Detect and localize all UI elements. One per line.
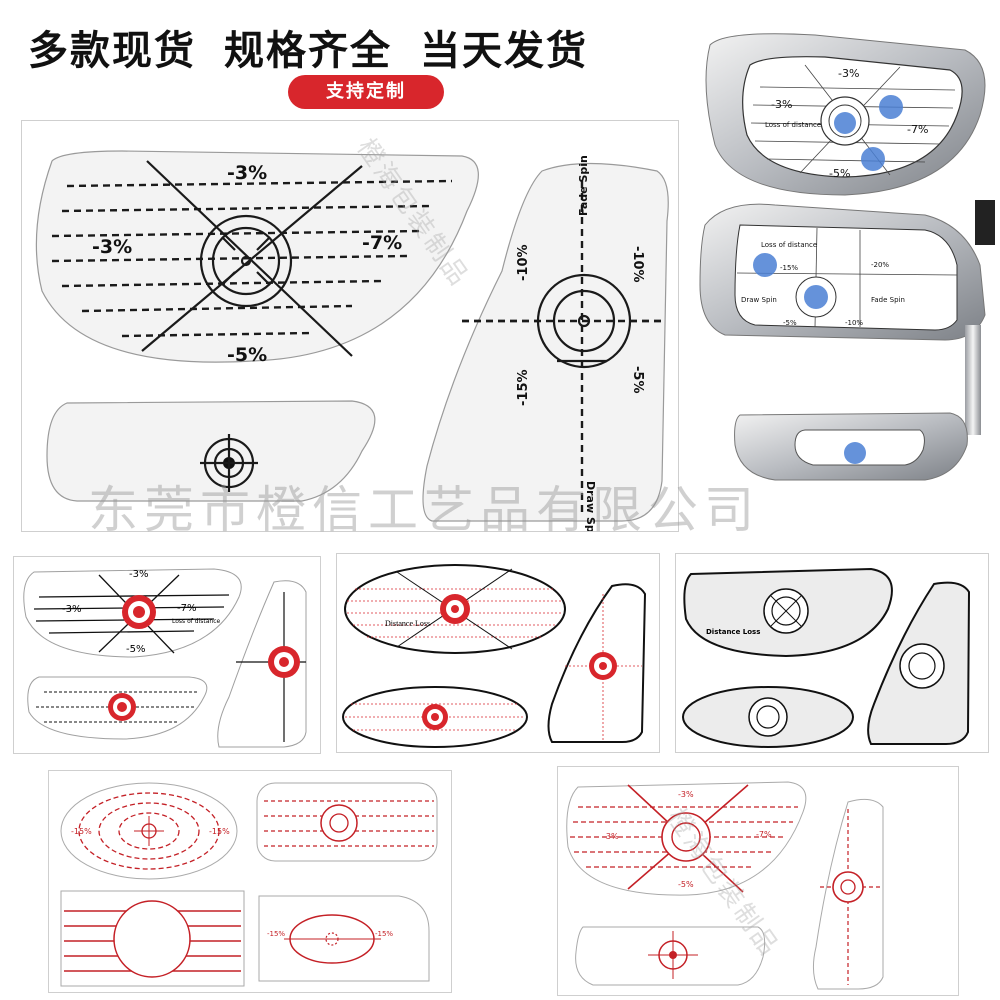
- s5-label-bottom: -5%: [678, 880, 694, 889]
- iron-loss-of-distance: Loss of distance: [761, 241, 817, 249]
- s3-distance-loss: Distance Loss: [706, 628, 760, 636]
- iron-label-ten: -10%: [845, 319, 863, 327]
- iron-label-fifteen: -15%: [780, 264, 798, 272]
- s1-label-top: -3%: [129, 569, 148, 580]
- sample-sheet-4-art: -15% -15% -15% -15%: [60, 782, 438, 987]
- label-top: -3%: [227, 162, 267, 184]
- sample-sheet-5: -3% -3% -7% -5%: [557, 766, 959, 996]
- s4-label-right: -15%: [209, 827, 230, 836]
- slogan-same-day: 当天发货: [420, 28, 588, 74]
- main-sticker-art: -3% -3% -7% -5% Fade Spin Draw Spin -10%…: [35, 150, 669, 544]
- sample-sheet-3: Distance Loss: [675, 553, 989, 753]
- s1-label-left: -3%: [62, 604, 81, 615]
- label-right: -7%: [362, 232, 402, 254]
- slogan-full-specs: 规格齐全: [224, 28, 392, 74]
- s4-label-fifteen-b: -15%: [267, 930, 285, 938]
- sample-sheet-5-art: -3% -3% -7% -5%: [566, 781, 884, 990]
- company-watermark: 东莞市橙信工艺品有限公司: [88, 481, 760, 539]
- sample-sheet-1-art: -3% -3% -7% -5% Loss of distance: [23, 568, 307, 748]
- label-draw-spin: Draw Spin: [584, 481, 597, 531]
- sample-sheet-1: -3% -3% -7% -5% Loss of distance: [13, 556, 321, 754]
- sample-sheet-2-art: Distance Loss: [342, 564, 647, 748]
- label-left: -3%: [92, 236, 132, 258]
- driver-label-bottom: -5%: [829, 167, 850, 180]
- headline: 多款现货规格齐全当天发货: [28, 18, 688, 76]
- label-bottom: -5%: [227, 344, 267, 366]
- golf-clubs-illustration: -3% -3% -7% -5% Loss of distance Loss of…: [695, 25, 995, 505]
- main-sticker-panel: -3% -3% -7% -5% Fade Spin Draw Spin -10%…: [21, 120, 679, 544]
- slogan-in-stock: 多款现货: [28, 28, 196, 74]
- s5-label-left: -3%: [603, 832, 619, 841]
- sample-sheet-4: -15% -15% -15% -15%: [48, 770, 452, 993]
- s5-label-right: -7%: [756, 830, 772, 839]
- s1-label-bottom: -5%: [126, 644, 145, 655]
- s4-label-left: -15%: [71, 827, 92, 836]
- sample-sheet-2: Distance Loss: [336, 553, 660, 753]
- label-ten-left: -10%: [516, 244, 531, 281]
- iron-fade-spin: Fade Spin: [871, 296, 905, 304]
- s4-label-fifteen-c: -15%: [375, 930, 393, 938]
- driver-label-right: -7%: [907, 123, 928, 136]
- s1-loss-of-distance: Loss of distance: [172, 618, 220, 625]
- iron-label-twenty: -20%: [871, 261, 889, 269]
- custom-badge: 支持定制: [288, 75, 444, 109]
- label-fifteen: -15%: [516, 369, 531, 406]
- label-five: -5%: [630, 366, 645, 393]
- driver-label-left: -3%: [771, 98, 792, 111]
- s1-label-right: -7%: [177, 603, 196, 614]
- s2-distance-loss: Distance Loss: [385, 619, 430, 628]
- iron-label-five: -5%: [783, 319, 797, 327]
- driver-label-top: -3%: [838, 67, 859, 80]
- golf-clubs-art: -3% -3% -7% -5% Loss of distance Loss of…: [699, 33, 995, 481]
- label-ten-right: -10%: [630, 246, 645, 283]
- label-fade-spin: Fade Spin: [577, 155, 590, 216]
- s5-label-top: -3%: [678, 790, 694, 799]
- driver-loss-of-distance: Loss of distance: [765, 121, 821, 129]
- sample-sheet-3-art: Distance Loss: [682, 567, 971, 748]
- iron-draw-spin: Draw Spin: [741, 296, 777, 304]
